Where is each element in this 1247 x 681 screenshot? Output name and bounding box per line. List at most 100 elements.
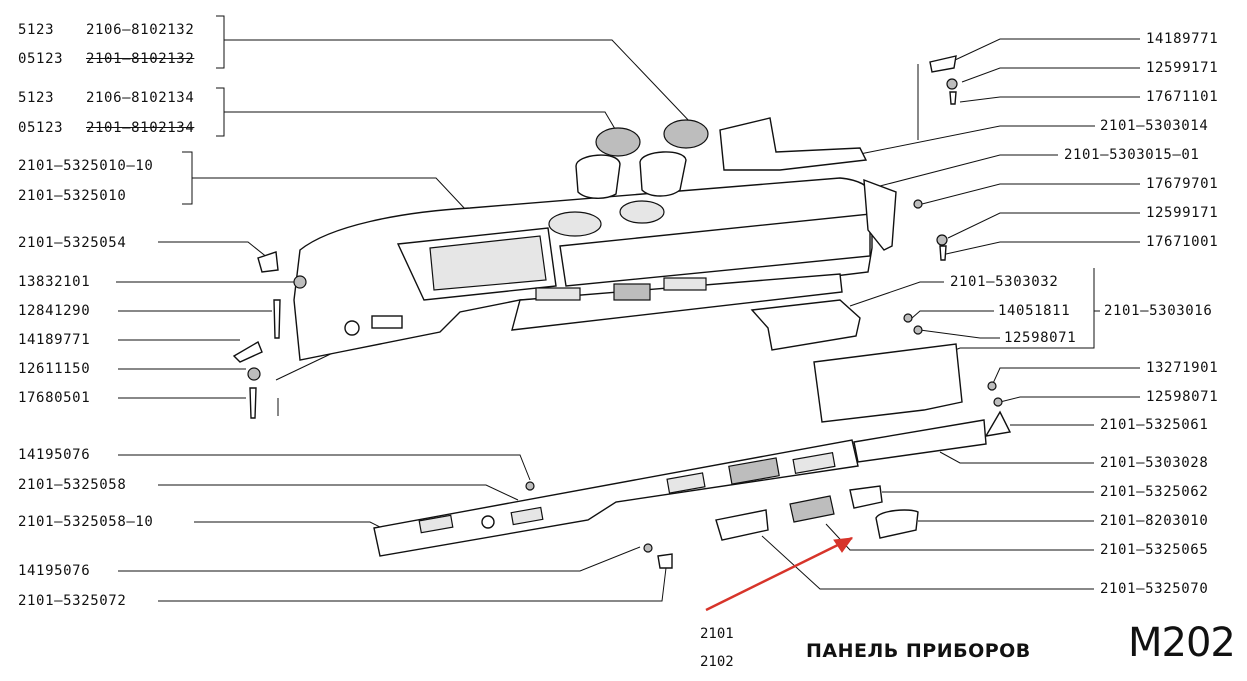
label-r9: 2101–5303032	[950, 274, 1059, 290]
label-l1a: 5123	[18, 22, 55, 38]
leader-14195076-b	[118, 546, 641, 572]
label-l6: 2101–5325010	[18, 188, 127, 204]
nut-12598071	[913, 325, 923, 335]
label-r19: 2101–5325065	[1100, 542, 1209, 558]
label-l2b: 2101–8102132	[86, 51, 195, 67]
label-r2: 12599171	[1146, 60, 1219, 76]
leader-r12	[919, 329, 1000, 339]
washer-12599171	[946, 78, 958, 90]
leader-r14	[999, 396, 1140, 403]
rivet-12841290	[273, 299, 281, 339]
label-r13: 13271901	[1146, 360, 1219, 376]
label-r14: 12598071	[1146, 389, 1219, 405]
label-l3a: 5123	[18, 90, 55, 106]
label-r5: 2101–5303015–01	[1064, 147, 1200, 163]
leader-r5	[879, 154, 1058, 187]
switch-slot-3	[663, 277, 707, 291]
small-bracket-14189771	[929, 55, 957, 73]
label-r8: 17671001	[1146, 234, 1219, 250]
air-deflector-right	[663, 119, 709, 149]
label-l4b: 2101–8102134	[86, 120, 195, 136]
label-r1: 14189771	[1146, 31, 1219, 47]
leader-r6	[921, 183, 1140, 205]
label-l12: 17680501	[18, 390, 91, 406]
label-l11: 12611150	[18, 361, 91, 377]
nut-12598071-b	[993, 397, 1003, 407]
label-r7: 12599171	[1146, 205, 1219, 221]
trim-slot-2	[510, 506, 544, 526]
label-r17: 2101–5325062	[1100, 484, 1209, 500]
nut-13832101	[293, 275, 307, 289]
trim-slot-4	[792, 451, 836, 475]
label-r4: 2101–5303014	[1100, 118, 1209, 134]
screw-17671101	[949, 91, 957, 105]
bracket-14189771	[232, 340, 263, 363]
duct-right	[639, 151, 687, 197]
dashboard-lower-strip	[511, 273, 843, 331]
label-r18: 2101–8203010	[1100, 513, 1209, 529]
trim-slot-3	[666, 472, 706, 494]
label-l10: 14189771	[18, 332, 91, 348]
ashtray-8203010	[875, 509, 919, 539]
leader-r20	[761, 535, 1094, 590]
leader-deflector-left	[224, 111, 619, 135]
washer-12611150	[247, 367, 261, 381]
leader-r1	[954, 38, 1140, 61]
leader-r4	[859, 125, 1095, 155]
label-l16: 14195076	[18, 563, 91, 579]
label-l14: 2101–5325058	[18, 477, 127, 493]
trim-knob	[481, 515, 495, 529]
label-l9: 12841290	[18, 303, 91, 319]
clip-14195076-a	[525, 481, 535, 491]
label-r16: 2101–5303028	[1100, 455, 1209, 471]
switch-slot-2	[613, 283, 651, 301]
bracket-5303014	[719, 117, 868, 171]
label-l15: 2101–5325058–10	[18, 514, 154, 530]
leader-5325058	[158, 484, 519, 501]
screw-17671001	[939, 245, 947, 261]
leader-r2	[961, 67, 1140, 83]
bracket-5303032	[750, 299, 861, 351]
dashboard-right-face	[559, 213, 871, 287]
label-r6: 17679701	[1146, 176, 1219, 192]
vent-hole-right	[619, 200, 665, 224]
duct-left	[575, 154, 621, 199]
diagram-title: ПАНЕЛЬ ПРИБОРОВ	[806, 640, 1031, 662]
leader-deflector-top	[224, 39, 693, 125]
leader-r19	[825, 523, 1094, 551]
frame-5325062	[849, 485, 883, 509]
leader-r10	[911, 310, 994, 319]
bracket-5325054	[257, 251, 279, 273]
red-arrow-line	[705, 536, 853, 612]
panel-knob-slot	[371, 315, 403, 329]
grille-5325065	[789, 495, 835, 523]
label-r10: 14051811	[998, 303, 1071, 319]
switch-slot-1	[535, 287, 581, 301]
label-r20: 2101–5325070	[1100, 581, 1209, 597]
label-l4a: 05123	[18, 120, 64, 136]
label-l13: 14195076	[18, 447, 91, 463]
nut-14051811	[903, 313, 913, 323]
vent-hole-left	[548, 211, 602, 237]
air-deflector-left	[595, 127, 641, 157]
label-l5: 2101–5325010–10	[18, 158, 154, 174]
leader-5325054	[158, 241, 269, 259]
model-2102: 2102	[700, 654, 734, 670]
trim-strip-5303028	[853, 419, 987, 463]
bracket-deflector-1	[216, 15, 225, 69]
label-l8: 13832101	[18, 274, 91, 290]
leader-r9	[849, 281, 944, 307]
label-l17: 2101–5325072	[18, 593, 127, 609]
label-l1b: 2106–8102132	[86, 22, 195, 38]
washer-12599171-b	[936, 234, 948, 246]
label-r12: 12598071	[1004, 330, 1077, 346]
glove-box-5303016	[813, 343, 963, 423]
leader-r16	[939, 451, 1094, 464]
leader-panel-top	[192, 177, 467, 211]
trim-corner-5325061	[984, 410, 1012, 437]
leader-r13	[989, 367, 1140, 391]
leader-14195076-a	[118, 454, 531, 481]
clip-5325072	[657, 553, 673, 569]
bracket-deflector-2	[216, 87, 225, 137]
